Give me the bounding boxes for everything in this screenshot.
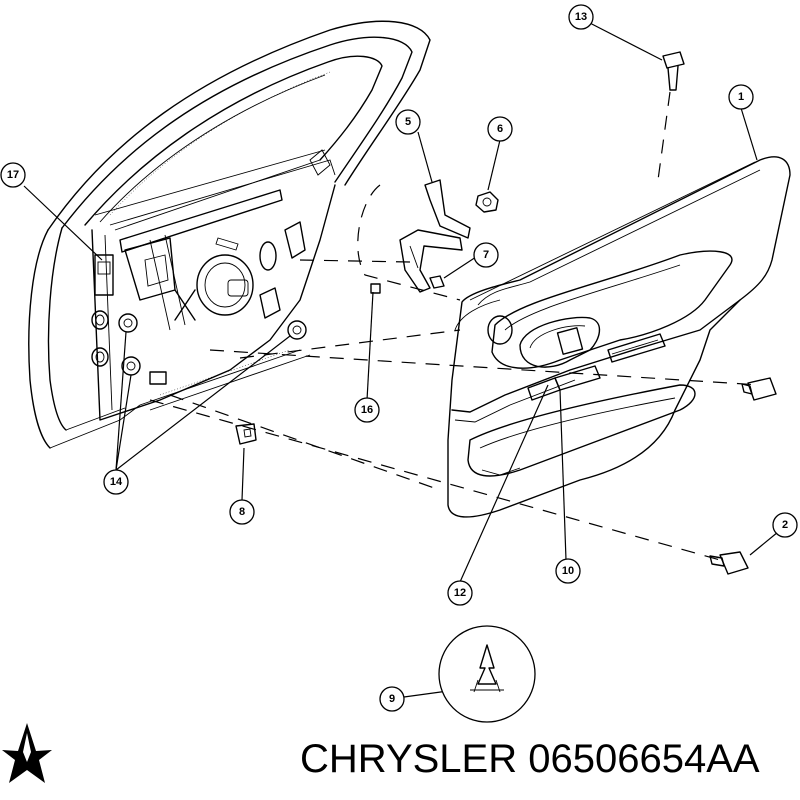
svg-text:12: 12: [454, 587, 466, 599]
screw-illustrations: [235, 51, 777, 575]
svg-text:13: 13: [575, 11, 587, 23]
trim-panel-illustration: [447, 156, 791, 518]
callout-16: 16: [354, 397, 380, 423]
svg-text:8: 8: [239, 506, 245, 518]
callout-2: 2: [772, 512, 798, 538]
callout-14: 14: [103, 469, 129, 495]
pentastar-logo: [2, 723, 52, 783]
svg-text:7: 7: [483, 249, 489, 261]
callout-8: 8: [229, 499, 255, 525]
callout-9: 9: [379, 686, 405, 712]
svg-text:10: 10: [562, 565, 574, 577]
callout-17: 17: [0, 162, 26, 188]
svg-text:1: 1: [738, 91, 744, 103]
callout-1: 1: [728, 84, 754, 110]
detail-magnifier: [438, 625, 536, 723]
part-number: 06506654AA: [528, 737, 760, 781]
callout-13: 13: [568, 4, 594, 30]
callout-5: 5: [395, 109, 421, 135]
callout-6: 6: [487, 116, 513, 142]
svg-text:17: 17: [7, 169, 19, 181]
door-frame-illustration: [28, 20, 431, 449]
leader-lines: [23, 19, 779, 698]
part-caption: CHRYSLER 06506654AA: [300, 737, 795, 782]
svg-text:6: 6: [497, 123, 503, 135]
callout-7: 7: [473, 242, 499, 268]
callout-12: 12: [447, 580, 473, 606]
alignment-lines: [149, 91, 761, 561]
svg-text:9: 9: [389, 693, 395, 705]
bracket-illustration: [370, 179, 499, 294]
callout-10: 10: [555, 558, 581, 584]
svg-text:16: 16: [361, 404, 373, 416]
svg-text:5: 5: [405, 116, 411, 128]
svg-text:2: 2: [782, 519, 788, 531]
brand-name: CHRYSLER: [300, 737, 518, 781]
svg-text:14: 14: [110, 476, 123, 488]
